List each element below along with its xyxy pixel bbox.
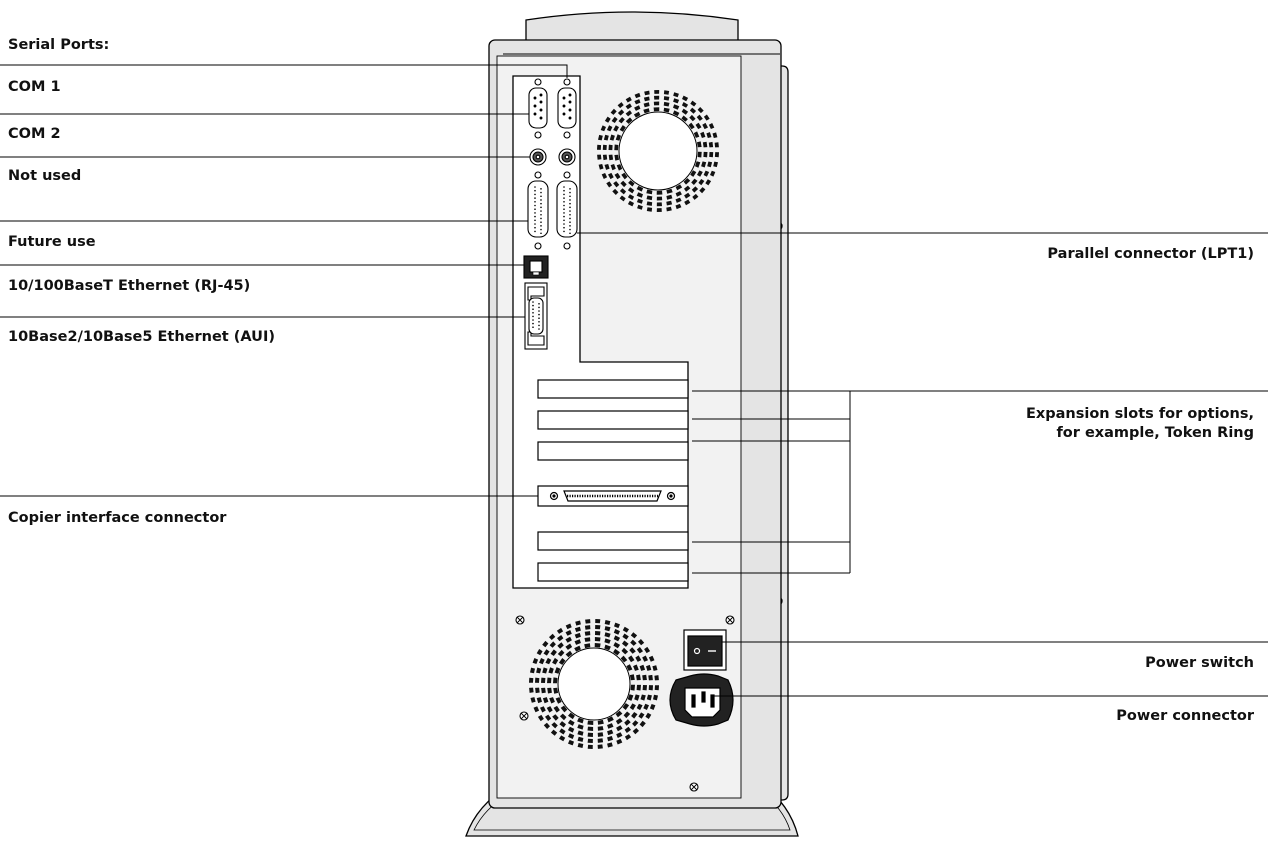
expansion-slot-2 — [537, 410, 689, 430]
expansion-slot-1 — [537, 379, 689, 399]
parallel-connector-label: Parallel connector (LPT1) — [1047, 246, 1254, 262]
leader-lines — [0, 64, 1268, 697]
aui-port-icon — [524, 282, 548, 350]
expansion-slots — [537, 379, 689, 582]
power-section — [515, 615, 735, 792]
future-use-label: Future use — [8, 234, 96, 250]
power-switch-icon — [683, 629, 727, 671]
rj45-port-icon — [523, 255, 549, 279]
com1-label: COM 1 — [8, 79, 61, 95]
top-handle — [525, 11, 739, 43]
not-used-label: Not used — [8, 168, 82, 184]
expansion-slot-4 — [537, 531, 689, 551]
ethernet-aui-label: 10Base2/10Base5 Ethernet (AUI) — [8, 329, 275, 345]
parallel-port-icon — [556, 171, 578, 250]
expansion-slots-label-line1: Expansion slots for options, — [1026, 406, 1254, 422]
ps2-port-right-icon — [558, 148, 576, 166]
com2-port-icon — [528, 78, 548, 139]
com2-label: COM 2 — [8, 126, 61, 142]
serial-ports-label: Serial Ports: — [8, 37, 110, 53]
power-switch-label: Power switch — [1145, 655, 1254, 671]
copier-interface-port-icon — [537, 485, 689, 507]
ps2-port-left-icon — [529, 148, 547, 166]
copier-interface-label: Copier interface connector — [8, 510, 227, 526]
com1-port-icon — [557, 78, 577, 139]
expansion-slot-5 — [537, 562, 689, 582]
top-fan-vent-icon — [594, 87, 722, 215]
db25-future-use-port-icon — [527, 171, 549, 250]
power-connector-label: Power connector — [1116, 708, 1254, 724]
expansion-slots-label-line2: for example, Token Ring — [1056, 425, 1254, 441]
ethernet-rj45-label: 10/100BaseT Ethernet (RJ-45) — [8, 278, 251, 294]
expansion-slot-3 — [537, 441, 689, 461]
power-connector-icon — [669, 673, 734, 727]
bottom-fan-vent-icon — [526, 616, 662, 752]
